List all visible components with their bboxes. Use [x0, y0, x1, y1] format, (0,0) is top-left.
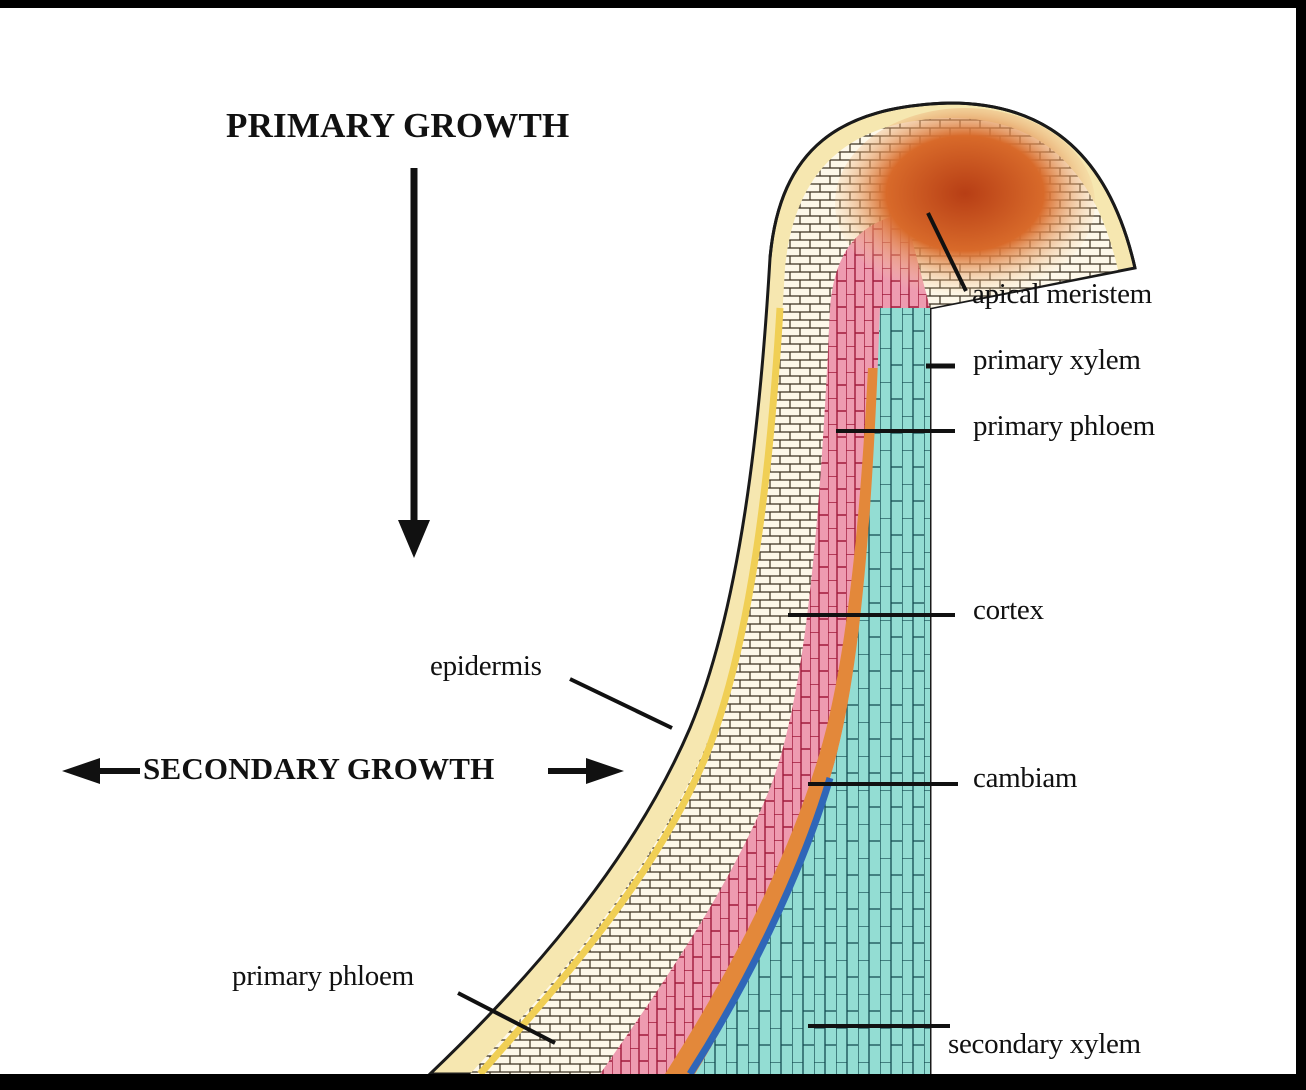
- label-primary-phloem-right: primary phloem: [973, 410, 1155, 442]
- primary-growth-arrow-head: [398, 520, 430, 558]
- label-cortex: cortex: [973, 594, 1044, 626]
- xylem-layer: [695, 308, 930, 1074]
- secondary-growth-arrow-left-head: [62, 758, 100, 784]
- cortex-layer: [470, 118, 1118, 1074]
- secondary-growth-arrow-right-head: [586, 758, 624, 784]
- apical-meristem-region: [835, 108, 1095, 298]
- shoot-tip-outline: [768, 101, 1137, 269]
- secondary-growth-heading: SECONDARY GROWTH: [143, 751, 495, 786]
- epidermis-leader: [569, 677, 673, 730]
- cambium-layer: [665, 368, 880, 1074]
- secondary-xylem-edge: [687, 776, 834, 1074]
- shoot-tip-illustration: [62, 101, 1137, 1074]
- label-epidermis: epidermis: [430, 650, 542, 682]
- diagram-frame: PRIMARY GROWTH SECONDARY GROWTH apical m…: [0, 8, 1296, 1074]
- label-primary-phloem-left: primary phloem: [232, 960, 414, 992]
- label-cambium: cambiam: [973, 762, 1078, 794]
- primary-growth-heading: PRIMARY GROWTH: [226, 106, 570, 145]
- apical-meristem-leader: [926, 212, 968, 292]
- label-apical-meristem: apical meristem: [972, 278, 1152, 310]
- endodermis-strand: [477, 307, 784, 1074]
- label-primary-xylem: primary xylem: [973, 344, 1141, 376]
- primary-phloem-left-leader: [457, 991, 556, 1045]
- label-secondary-xylem: secondary xylem: [948, 1028, 1141, 1060]
